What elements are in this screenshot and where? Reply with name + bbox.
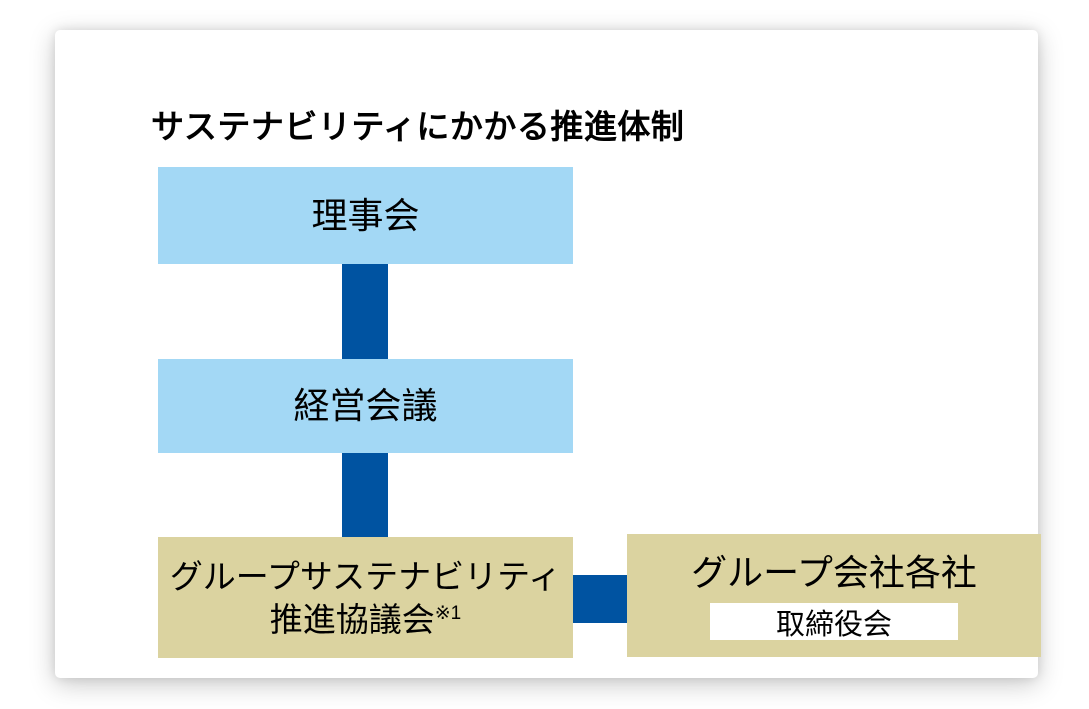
connector-board-to-management (342, 264, 388, 359)
board-of-directors-box: 取締役会 (710, 603, 958, 641)
sustainability-council-box: グループサステナビリティ 推進協議会※1 (158, 537, 573, 658)
management-meeting-box: 経営会議 (158, 359, 573, 453)
management-meeting-label: 経営会議 (293, 385, 438, 427)
board-of-trustees-box: 理事会 (158, 167, 573, 264)
group-companies-label: グループ会社各社 (691, 551, 977, 593)
diagram-card: サステナビリティにかかる推進体制 理事会 経営会議 グループサステナビリティ 推… (55, 30, 1041, 678)
connector-council-to-group-companies (573, 575, 627, 623)
sustainability-council-label-line1: グループサステナビリティ (169, 557, 562, 595)
diagram-title: サステナビリティにかかる推進体制 (151, 108, 685, 145)
sustainability-council-label-line2: 推進協議会※1 (270, 598, 462, 641)
board-of-directors-label: 取締役会 (775, 608, 892, 641)
board-of-trustees-label: 理事会 (311, 194, 420, 236)
sustainability-council-label-line2-text: 推進協議会 (269, 600, 435, 638)
connector-management-to-council (342, 453, 388, 537)
group-companies-box: グループ会社各社 取締役会 (627, 534, 1041, 657)
footnote-marker: ※1 (434, 602, 462, 624)
